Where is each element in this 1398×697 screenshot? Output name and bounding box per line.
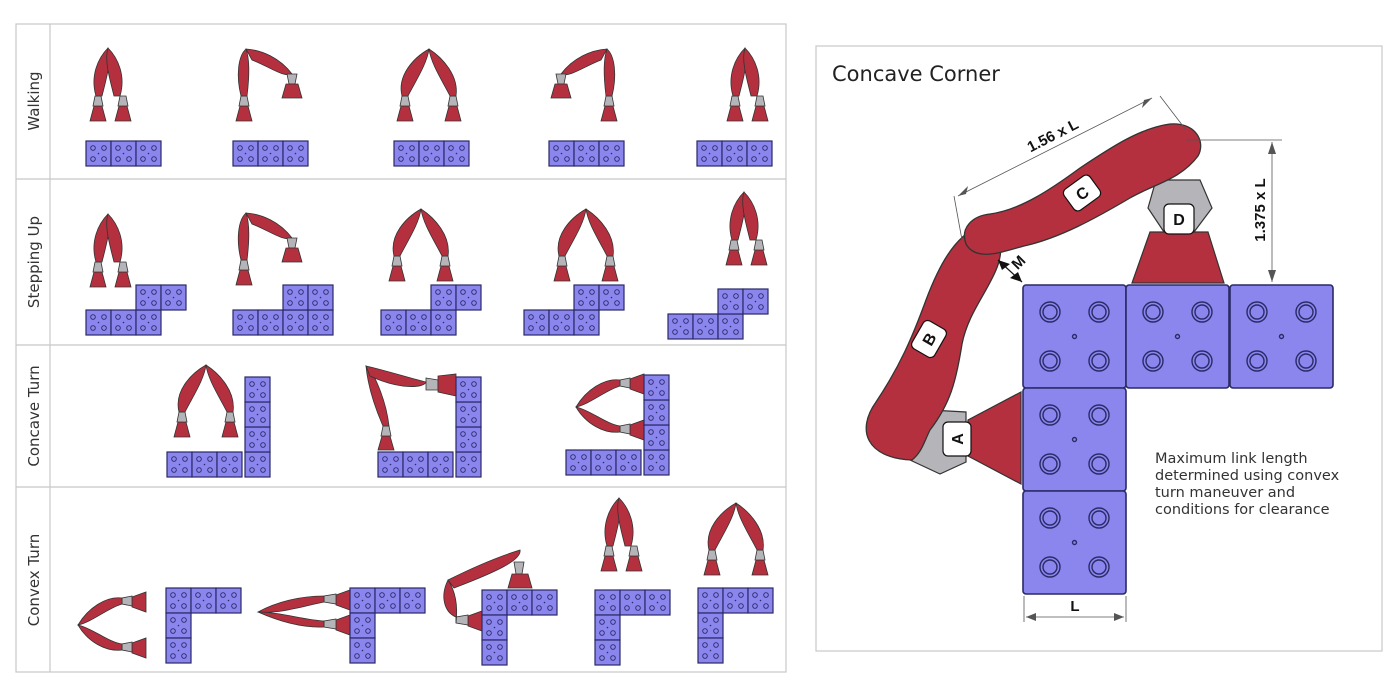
link-label-c: C (1062, 174, 1102, 212)
convex-step-3 (443, 549, 558, 666)
dimension-height: 1.375 x L (1186, 139, 1282, 282)
concave-corner-panel: Concave Corner A B C (815, 45, 1383, 652)
row-label-walking: Walking (25, 71, 43, 130)
convex-turn-row (77, 497, 774, 666)
svg-text:Maximum link length: Maximum link length (1155, 451, 1308, 467)
link-label-d: D (1163, 203, 1195, 235)
concave-step-2 (365, 365, 482, 478)
svg-text:turn maneuver and: turn maneuver and (1155, 485, 1295, 501)
svg-text:D: D (1173, 212, 1185, 229)
link-label-b: B (910, 319, 948, 359)
convex-step-2 (256, 587, 426, 664)
row-label-convex-turn: Convex Turn (25, 534, 43, 626)
svg-text:L: L (1070, 598, 1079, 615)
row-label-stepping-up: Stepping Up (25, 216, 43, 308)
dimension-block-size: L (1023, 596, 1127, 622)
svg-text:A: A (950, 433, 967, 445)
design-note: Maximum link length determined using con… (1155, 451, 1340, 518)
concave-turn-row (166, 364, 670, 478)
svg-text:1.375 x L: 1.375 x L (1252, 178, 1269, 241)
table-frame (15, 23, 787, 673)
row-label-concave-turn: Concave Turn (25, 365, 43, 466)
panel-title: Concave Corner (832, 62, 1000, 86)
svg-text:conditions for clearance: conditions for clearance (1155, 502, 1330, 518)
svg-text:determined using convex: determined using convex (1155, 468, 1340, 484)
maneuver-table: Walking Stepping Up Concave Turn Convex … (15, 23, 787, 673)
foot-d (1131, 231, 1225, 284)
link-label-a: A (942, 421, 972, 457)
